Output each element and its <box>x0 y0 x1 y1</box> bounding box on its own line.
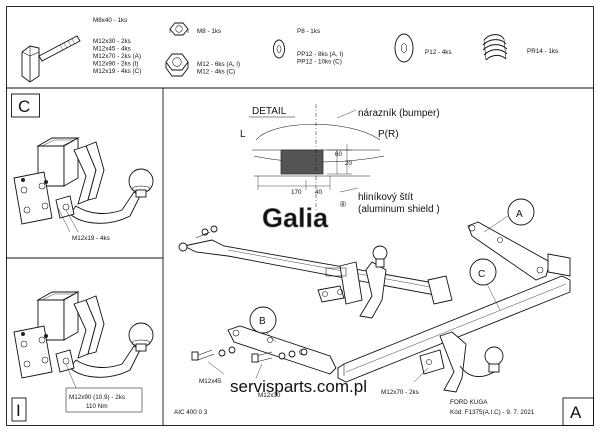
callout-b: B <box>259 316 266 327</box>
footer-letter: A <box>570 403 582 422</box>
panel-c: C <box>11 93 154 233</box>
detail-dim-40: 40 <box>315 189 323 196</box>
bolt-set-upper <box>195 225 218 239</box>
detail-shield-label: hliníkový štít <box>358 192 413 203</box>
footer-letter-box <box>562 397 594 426</box>
galia-logo: Galia ® <box>262 200 346 233</box>
bolt-icon <box>21 35 81 83</box>
bolt-label: M8x40 - 1ks <box>93 17 127 24</box>
drawing-ref: Kód: F1375(A.I.C) - 9. 7. 2021 <box>450 409 535 416</box>
nut-m12-icon <box>165 53 189 77</box>
bolt-size-3: M12x70 - 2ks (A) <box>93 53 141 60</box>
spring-washer-icon <box>482 34 508 61</box>
detail-dim-170: 170 <box>291 189 302 196</box>
bolt-set-b <box>191 346 308 363</box>
washer-p12-label: P12 - 4ks <box>425 49 452 56</box>
towbar-assembly <box>178 198 571 393</box>
panel-i-bolt-label: M12x90 (10.9) - 2ks <box>69 394 125 401</box>
washer-p8-icon <box>273 39 285 59</box>
watermark: servisparts.com.pl <box>230 377 367 396</box>
panel-i-torque: 110 Nm <box>86 403 108 410</box>
washer-p12-icon <box>394 33 414 63</box>
nut-m12-label-2: M12 - 4ks (C) <box>197 69 235 76</box>
nut-m8-icon <box>169 22 189 36</box>
detail-dim-60: 60 <box>335 151 343 158</box>
bolt-size-2: M12x45 - 4ks <box>93 46 131 53</box>
bolt-size-1: M12x30 - 2ks <box>93 38 131 45</box>
bolt-size-5: M12x19 - 4ks (C) <box>93 68 141 75</box>
panel-i <box>11 291 154 422</box>
nut-m12-label-1: M12 - 6ks (A, I) <box>197 61 240 68</box>
washer-p8-label: P8 - 1ks <box>297 28 320 35</box>
bolt-m12x30-label: M12x30 <box>258 392 281 399</box>
detail-right-label: P(R) <box>378 129 399 140</box>
bolt-m12x45-label: M12x45 <box>199 378 222 385</box>
panel-c-letter: C <box>18 97 30 116</box>
nut-m8-label: M8 - 1ks <box>197 28 221 35</box>
drawing-border <box>6 6 594 426</box>
callout-c: C <box>478 269 485 280</box>
panel-c-bolt-label: M12x19 - 4ks <box>72 235 110 242</box>
detail-left-label: L <box>240 129 246 140</box>
vehicle-model: FORD KUGA <box>450 399 488 406</box>
detail-bumper-label: nárazník (bumper) <box>358 108 440 119</box>
panel-i-letter: I <box>16 401 21 420</box>
drawing-code: AIC 400 0 3 <box>174 409 208 416</box>
bolt-m12x70-label: M12x70 - 2ks <box>381 389 419 396</box>
galia-logo-mark: ® <box>340 200 346 209</box>
bolt-size-4: M12x90 - 2ks (I) <box>93 61 139 68</box>
galia-logo-text: Galia <box>262 203 329 233</box>
detail-shield-label-en: (aluminum shield ) <box>358 204 440 215</box>
washer-pp12-2: PP12 - 10ks (C) <box>297 59 342 66</box>
washer-pp12-1: PP12 - 8ks (A, I) <box>297 51 343 58</box>
callout-a: A <box>516 209 523 220</box>
detail-view <box>249 104 385 210</box>
spring-washer-label: PR14 - 1ks <box>527 48 558 55</box>
detail-title: DETAIL <box>252 106 287 117</box>
detail-dim-20: 20 <box>345 160 353 167</box>
